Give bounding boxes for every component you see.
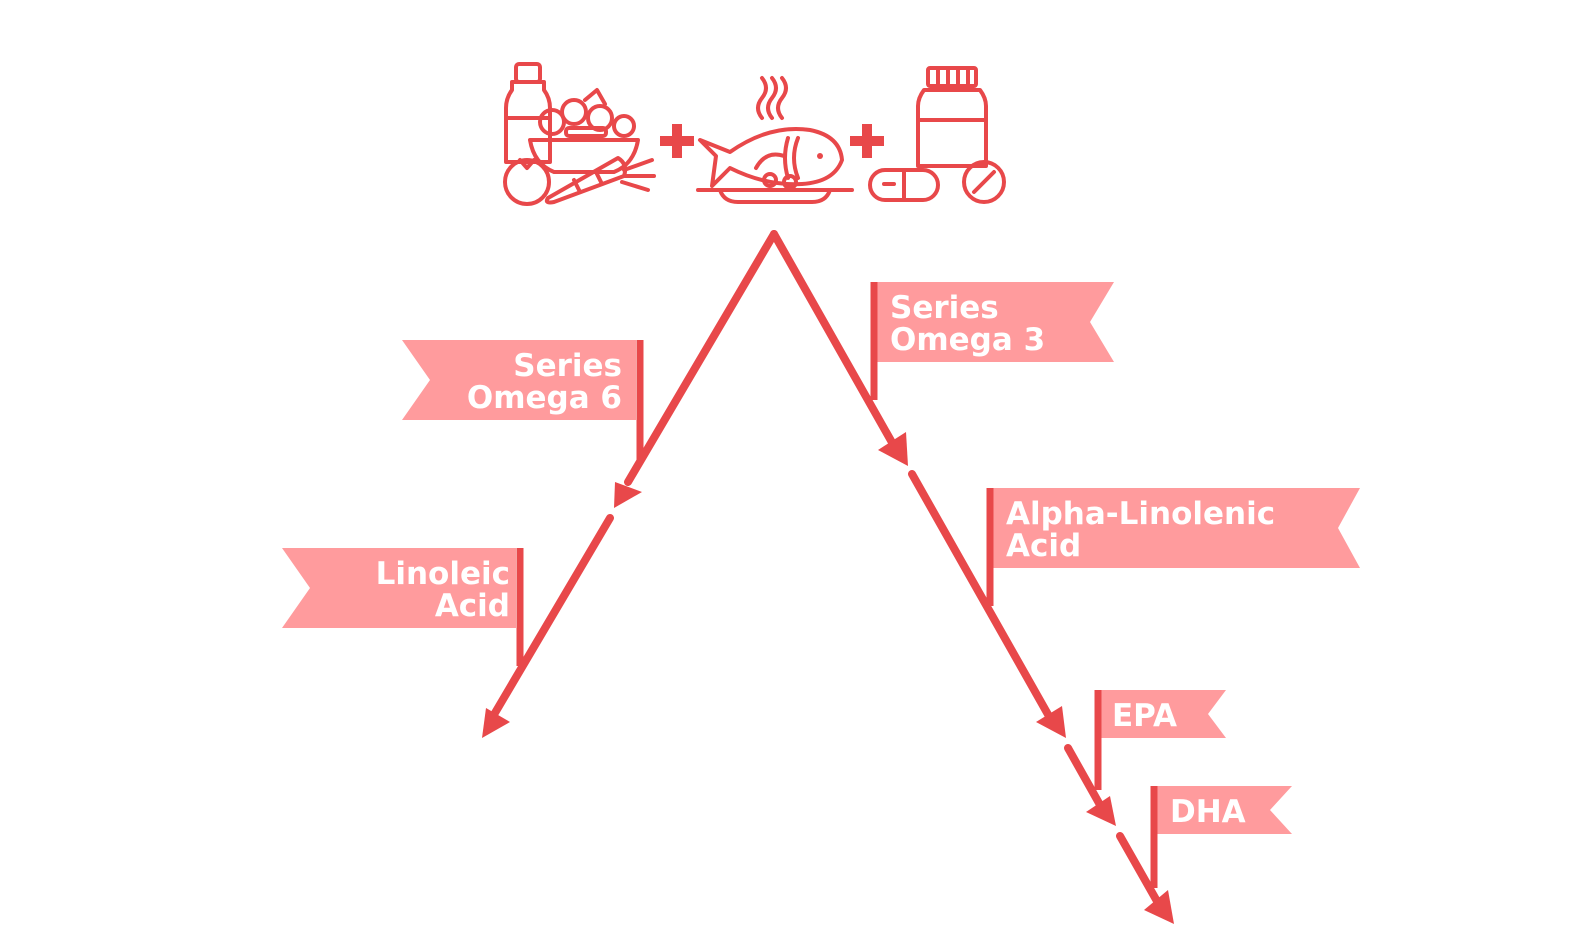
flag-dha: DHA bbox=[1150, 786, 1292, 888]
epa-connector-line bbox=[1064, 744, 1108, 816]
plus-icon bbox=[850, 124, 884, 158]
flag-dha-label: DHA bbox=[1170, 794, 1246, 830]
flag-alpha-linolenic-acid: Alpha-Linolenic Acid bbox=[986, 488, 1360, 606]
flag-alpha-line2: Acid bbox=[1006, 528, 1081, 564]
flag-omega6-line2: Omega 6 bbox=[467, 380, 622, 416]
fish-dish-icon bbox=[696, 76, 854, 204]
vegetables-icon bbox=[503, 62, 656, 206]
pathway-lines bbox=[488, 230, 1166, 914]
flag-linoleic-acid: Linoleic Acid bbox=[282, 548, 524, 666]
omega6-connector-line bbox=[624, 230, 778, 486]
flag-series-omega6: Series Omega 6 bbox=[402, 340, 644, 462]
flag-omega3-line2: Omega 3 bbox=[890, 322, 1045, 358]
supplements-icon bbox=[868, 66, 1006, 204]
arrowhead-dha bbox=[1144, 890, 1174, 924]
omega3-connector-line bbox=[770, 230, 898, 450]
flag-epa-label: EPA bbox=[1112, 698, 1177, 734]
flag-epa: EPA bbox=[1094, 690, 1226, 790]
arrowheads bbox=[482, 432, 1174, 924]
arrowhead-linoleic bbox=[482, 708, 510, 738]
alpha-linolenic-connector-line bbox=[908, 470, 1054, 722]
dha-connector-line bbox=[1116, 832, 1166, 914]
arrowhead-omega6 bbox=[614, 482, 642, 508]
arrowhead-alpha bbox=[1036, 706, 1066, 738]
linoleic-connector-line bbox=[488, 514, 614, 722]
flag-alpha-line1: Alpha-Linolenic bbox=[1006, 496, 1275, 532]
flag-linoleic-line2: Acid bbox=[435, 588, 510, 624]
flag-series-omega3: Series Omega 3 bbox=[870, 282, 1114, 400]
flag-omega3-line1: Series bbox=[890, 290, 999, 326]
arrowhead-epa bbox=[1086, 796, 1116, 826]
flag-omega6-line1: Series bbox=[513, 348, 622, 384]
flag-linoleic-line1: Linoleic bbox=[376, 556, 510, 592]
arrowhead-omega3 bbox=[878, 432, 908, 466]
plus-icon bbox=[660, 124, 694, 158]
